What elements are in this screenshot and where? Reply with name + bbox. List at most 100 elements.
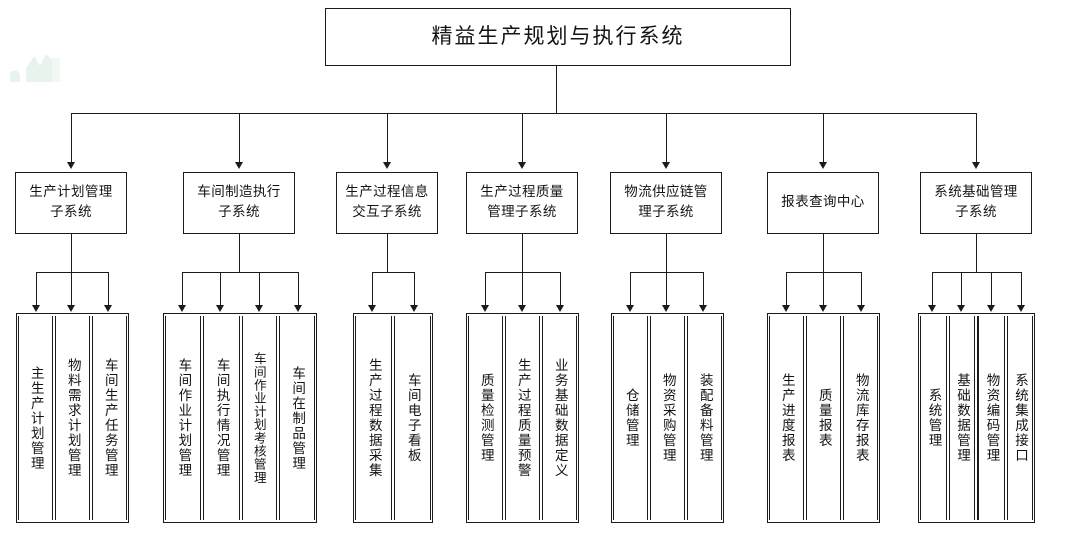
connector-group1-drop-3 xyxy=(108,272,110,306)
arrow-group7-leaf-4 xyxy=(1017,305,1025,312)
subsystem-node-6[interactable]: 报表查询中心 xyxy=(767,172,879,234)
subsystem-node-2[interactable]: 车间制造执行 子系统 xyxy=(183,172,295,234)
connector-group1-stem xyxy=(71,234,73,272)
connector-group4-drop-3 xyxy=(560,272,562,306)
arrow-subsystem-1 xyxy=(67,162,75,169)
leaf-label-6-1: 生产进度报表 xyxy=(778,373,795,463)
arrow-group1-leaf-2 xyxy=(67,305,75,312)
leaf-node-5-3[interactable]: 装配备料管理 xyxy=(687,316,722,520)
connector-group6-drop-3 xyxy=(861,272,863,306)
root-node[interactable]: 精益生产规划与执行系统 xyxy=(325,8,791,66)
leaf-label-3-2: 车间电子看板 xyxy=(404,373,421,463)
leaf-group-5: 仓储管理 物资采购管理 装配备料管理 xyxy=(611,313,724,523)
connector-group3-drop-1 xyxy=(372,272,374,306)
leaf-node-2-1[interactable]: 车间作业计划管理 xyxy=(165,316,202,520)
subsystem-label-7: 系统基础管理 子系统 xyxy=(934,184,1018,220)
leaf-node-7-1[interactable]: 系统管理 xyxy=(920,316,947,520)
leaf-group-1: 主生产计划管理 物料需求计划管理 车间生产任务管理 xyxy=(16,313,129,523)
connector-group6-drop-2 xyxy=(823,272,825,306)
arrow-subsystem-3 xyxy=(383,162,391,169)
leaf-node-6-3[interactable]: 物流库存报表 xyxy=(843,316,878,520)
leaf-label-1-1: 主生产计划管理 xyxy=(27,365,44,471)
arrow-group2-leaf-2 xyxy=(216,305,224,312)
connector-bus-drop-1 xyxy=(71,113,73,163)
arrow-group4-leaf-2 xyxy=(518,305,526,312)
connector-bus-drop-2 xyxy=(239,113,241,163)
leaf-label-6-2: 质量报表 xyxy=(815,388,832,448)
connector-group7-drop-1 xyxy=(932,272,934,306)
connector-group6-stem xyxy=(823,234,825,272)
leaf-group-7: 系统管理 基础数据管理 物资编码管理 系统集成接口 xyxy=(918,313,1035,523)
connector-bus-drop-7 xyxy=(976,113,978,163)
leaf-label-7-2: 基础数据管理 xyxy=(953,373,970,463)
connector-group1-drop-2 xyxy=(71,272,73,306)
root-node-label: 精益生产规划与执行系统 xyxy=(431,24,685,49)
leaf-node-3-1[interactable]: 生产过程数据采集 xyxy=(355,316,392,520)
subsystem-label-6: 报表查询中心 xyxy=(781,194,865,211)
leaf-node-4-2[interactable]: 生产过程质量预警 xyxy=(505,316,540,520)
leaf-label-1-2: 物料需求计划管理 xyxy=(64,358,81,478)
subsystem-node-7[interactable]: 系统基础管理 子系统 xyxy=(920,172,1032,234)
connector-group4-drop-1 xyxy=(485,272,487,306)
leaf-label-7-1: 系统管理 xyxy=(925,388,942,448)
connector-group3-drop-2 xyxy=(414,272,416,306)
arrow-group6-leaf-2 xyxy=(819,305,827,312)
leaf-label-3-1: 生产过程数据采集 xyxy=(365,358,382,478)
leaf-node-1-2[interactable]: 物料需求计划管理 xyxy=(55,316,90,520)
leaf-node-6-1[interactable]: 生产进度报表 xyxy=(769,316,804,520)
leaf-label-2-2: 车间执行情况管理 xyxy=(213,358,230,478)
subsystem-node-1[interactable]: 生产计划管理 子系统 xyxy=(15,172,127,234)
connector-group2-drop-4 xyxy=(298,272,300,306)
arrow-group3-leaf-1 xyxy=(368,305,376,312)
leaf-node-4-1[interactable]: 质量检测管理 xyxy=(468,316,503,520)
leaf-node-1-3[interactable]: 车间生产任务管理 xyxy=(92,316,127,520)
leaf-node-4-3[interactable]: 业务基础数据定义 xyxy=(542,316,577,520)
leaf-node-2-3[interactable]: 车间作业计划考核管理 xyxy=(241,316,277,520)
arrow-group1-leaf-3 xyxy=(104,305,112,312)
leaf-label-4-1: 质量检测管理 xyxy=(477,373,494,463)
leaf-node-5-1[interactable]: 仓储管理 xyxy=(613,316,648,520)
connector-group1-bus xyxy=(36,272,109,274)
subsystem-node-4[interactable]: 生产过程质量 管理子系统 xyxy=(466,172,578,234)
leaf-label-2-4: 车间在制品管理 xyxy=(289,365,306,471)
connector-group4-stem xyxy=(522,234,524,272)
leaf-label-7-4: 系统集成接口 xyxy=(1011,373,1028,463)
connector-group5-drop-2 xyxy=(666,272,668,306)
leaf-group-3: 生产过程数据采集 车间电子看板 xyxy=(353,313,433,523)
arrow-group2-leaf-4 xyxy=(294,305,302,312)
leaf-node-7-2[interactable]: 基础数据管理 xyxy=(948,316,975,520)
connector-bus-drop-4 xyxy=(522,113,524,163)
leaf-group-4: 质量检测管理 生产过程质量预警 业务基础数据定义 xyxy=(466,313,579,523)
connector-group7-drop-3 xyxy=(991,272,993,306)
leaf-node-3-2[interactable]: 车间电子看板 xyxy=(394,316,431,520)
connector-group7-drop-4 xyxy=(1021,272,1023,306)
connector-group1-drop-1 xyxy=(36,272,38,306)
leaf-label-4-2: 生产过程质量预警 xyxy=(514,358,531,478)
arrow-group4-leaf-1 xyxy=(481,305,489,312)
leaf-node-2-4[interactable]: 车间在制品管理 xyxy=(278,316,316,520)
leaf-node-7-4[interactable]: 系统集成接口 xyxy=(1006,316,1033,520)
leaf-label-5-1: 仓储管理 xyxy=(622,388,639,448)
leaf-node-6-2[interactable]: 质量报表 xyxy=(806,316,841,520)
leaf-node-7-3[interactable]: 物资编码管理 xyxy=(977,316,1005,520)
subsystem-node-5[interactable]: 物流供应链管 理子系统 xyxy=(610,172,722,234)
arrow-group3-leaf-2 xyxy=(410,305,418,312)
leaf-label-2-1: 车间作业计划管理 xyxy=(175,358,192,478)
leaf-node-5-2[interactable]: 物资采购管理 xyxy=(650,316,685,520)
connector-group2-drop-3 xyxy=(259,272,261,306)
arrow-subsystem-7 xyxy=(972,162,980,169)
arrow-group7-leaf-1 xyxy=(928,305,936,312)
leaf-node-1-1[interactable]: 主生产计划管理 xyxy=(18,316,53,520)
leaf-label-2-3: 车间作业计划考核管理 xyxy=(251,352,267,484)
arrow-subsystem-5 xyxy=(662,162,670,169)
connector-bus-drop-3 xyxy=(387,113,389,163)
connector-group5-stem xyxy=(666,234,668,272)
connector-group3-stem xyxy=(387,234,389,272)
subsystem-node-3[interactable]: 生产过程信息 交互子系统 xyxy=(336,172,438,234)
arrow-group7-leaf-2 xyxy=(957,305,965,312)
leaf-group-6: 生产进度报表 质量报表 物流库存报表 xyxy=(767,313,880,523)
leaf-node-2-2[interactable]: 车间执行情况管理 xyxy=(203,316,240,520)
leaf-label-5-3: 装配备料管理 xyxy=(696,373,713,463)
arrow-group4-leaf-3 xyxy=(556,305,564,312)
leaf-label-7-3: 物资编码管理 xyxy=(983,373,1000,463)
